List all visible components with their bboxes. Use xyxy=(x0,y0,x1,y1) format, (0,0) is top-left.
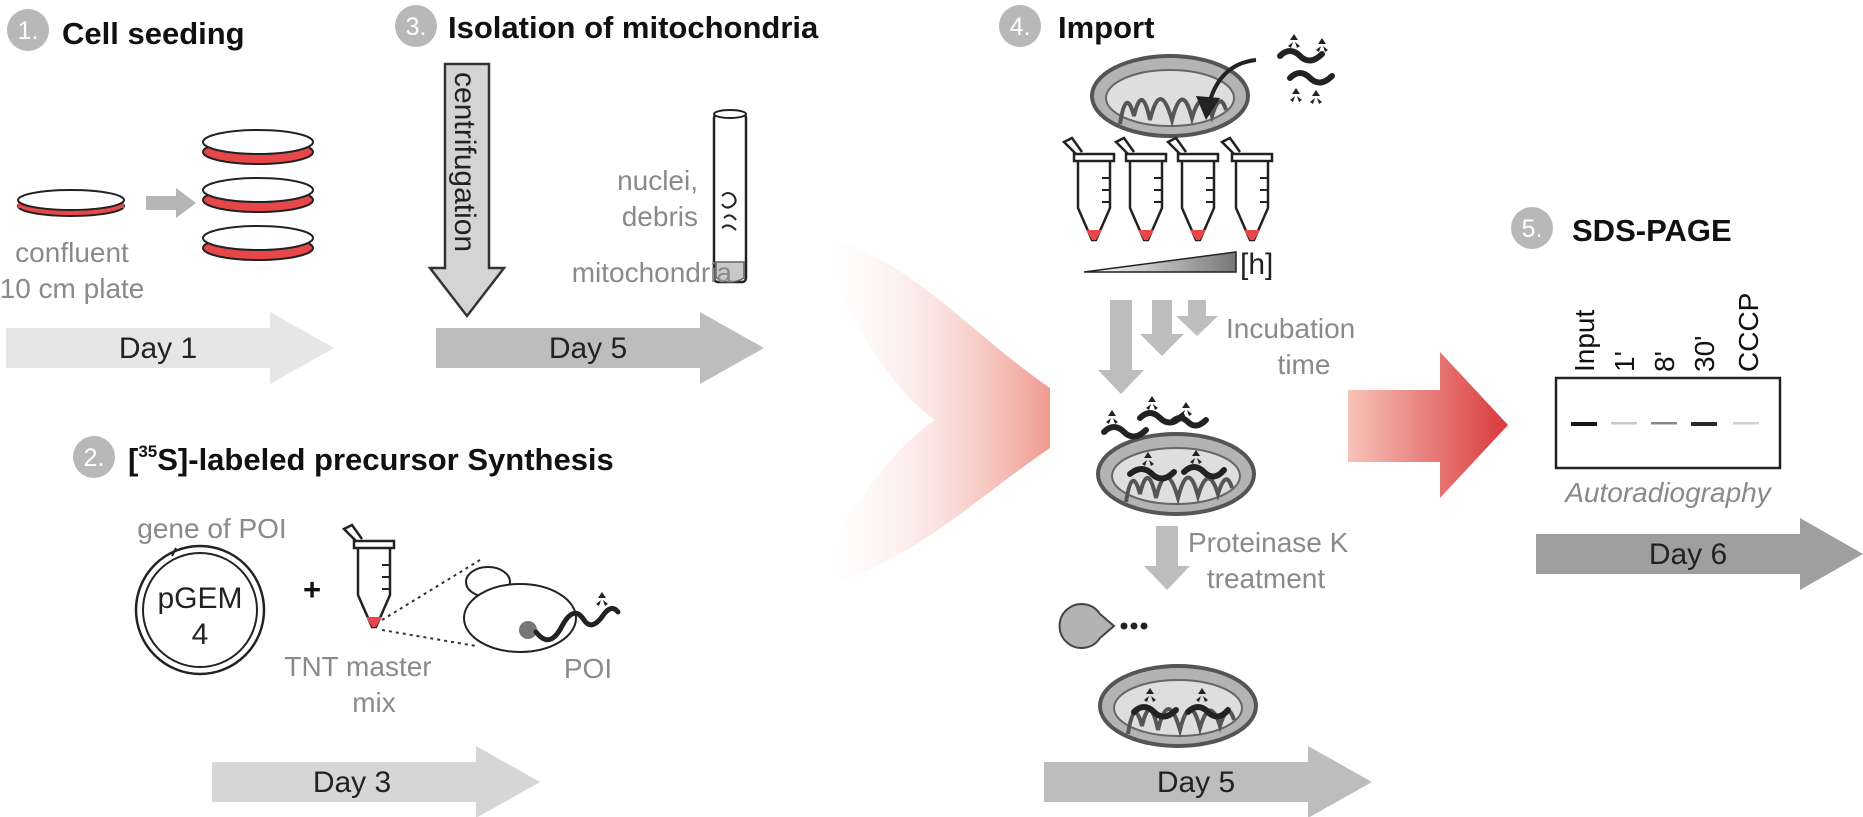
centrifugation-arrow xyxy=(427,62,507,319)
nuclei-label-line1: nuclei, xyxy=(617,165,698,196)
day-3-arrow xyxy=(212,746,540,817)
merge-funnel xyxy=(805,232,1050,590)
poi-label: POI xyxy=(564,653,612,684)
plate-label-line2: 10 cm plate xyxy=(0,273,144,304)
time-unit-label: [h] xyxy=(1240,248,1273,281)
day-6-label: Day 6 xyxy=(1649,538,1727,571)
step-4-number-badge xyxy=(999,5,1041,47)
proteinase-label-line1: Proteinase K xyxy=(1188,527,1349,558)
tnt-label-line1: TNT master xyxy=(284,651,431,682)
mitochondrion-icon-import xyxy=(1090,54,1250,138)
ribosome-icon xyxy=(381,559,621,653)
bound-precursors-icon xyxy=(1101,396,1227,482)
plasmid-label-line1: pGEM xyxy=(157,582,242,615)
mitochondria-label: mitochondria xyxy=(572,257,733,288)
proteinase-label-line2: treatment xyxy=(1207,563,1325,594)
tnt-label-line2: mix xyxy=(352,687,396,718)
day-5-label-isolation: Day 5 xyxy=(549,332,627,365)
lane-label: CCCP xyxy=(1733,293,1764,372)
mitochondrion-icon-protected xyxy=(1098,664,1258,748)
plate-label-line1: confluent xyxy=(15,237,129,268)
precursor-proteins-icon xyxy=(1196,34,1335,120)
gel-band xyxy=(1651,422,1677,425)
petri-dish-icon xyxy=(17,189,125,217)
step-5-title: SDS-PAGE xyxy=(1572,213,1732,248)
tnt-tube-icon xyxy=(342,523,396,629)
imported-precursors-icon xyxy=(1131,688,1231,720)
plasmid-icon xyxy=(134,544,266,676)
expand-arrow xyxy=(146,188,196,218)
step-4: 4. Import [h] Incubation time xyxy=(999,5,1372,817)
gel-band xyxy=(1733,422,1759,425)
protease-pacman-icon xyxy=(1058,603,1148,649)
centrifugation-label: centrifugation xyxy=(448,72,481,252)
step-4-number: 4. xyxy=(1010,13,1031,41)
step-4-title: Import xyxy=(1058,10,1154,45)
incubation-label-line1: Incubation xyxy=(1226,313,1355,344)
step-3-title: Isolation of mitochondria xyxy=(448,10,819,45)
step-2-number: 2. xyxy=(84,444,105,472)
incubation-label-line2: time xyxy=(1278,349,1331,380)
lane-label: Input xyxy=(1569,310,1600,372)
gene-of-poi-label: gene of POI xyxy=(137,513,286,544)
proteinase-arrow xyxy=(1144,526,1190,590)
step-3: 3. Isolation of mitochondria centrifugat… xyxy=(395,5,819,384)
step-5: 5. SDS-PAGE Input 1' 8' 30' CCCP Autorad… xyxy=(1511,207,1863,590)
step-1-title: Cell seeding xyxy=(62,16,245,51)
autoradiography-label: Autoradiography xyxy=(1563,477,1772,508)
step-3-number-badge xyxy=(395,5,437,47)
lane-label: 30' xyxy=(1689,336,1720,373)
incubation-arrows xyxy=(1098,300,1218,394)
step-5-number-badge xyxy=(1511,207,1553,249)
day-6-arrow xyxy=(1536,518,1863,590)
day-5-arrow-isolation xyxy=(436,312,764,384)
gel-band xyxy=(1571,422,1597,426)
petri-dishes-stack-icon xyxy=(202,129,314,261)
step-1-number: 1. xyxy=(18,17,39,45)
step-1: 1. Cell seeding confluent 10 cm plate Da… xyxy=(0,9,334,384)
lane-label: 8' xyxy=(1649,351,1680,372)
day-5-arrow-import xyxy=(1044,746,1372,817)
day-3-label: Day 3 xyxy=(313,766,391,799)
red-arrow xyxy=(1348,352,1508,498)
plasmid-label-line2: 4 xyxy=(192,618,209,651)
time-gradient-wedge xyxy=(1083,251,1237,273)
gel-band xyxy=(1611,422,1637,425)
reaction-tubes-icon xyxy=(1062,136,1274,242)
day-1-label: Day 1 xyxy=(119,332,197,365)
plus-sign: + xyxy=(303,572,321,607)
nuclei-label-line2: debris xyxy=(622,201,698,232)
centrifuge-tube-icon xyxy=(712,109,748,284)
step-2-number-badge xyxy=(73,436,115,478)
step-1-number-badge xyxy=(7,9,49,51)
step-2-title: [35S]-labeled precursor Synthesis xyxy=(128,442,614,477)
gel-lane-labels: Input 1' 8' 30' CCCP xyxy=(1569,293,1764,372)
gel-band xyxy=(1691,422,1717,426)
step-3-number: 3. xyxy=(406,13,427,41)
gel-bands xyxy=(1571,422,1759,426)
day-5-label-import: Day 5 xyxy=(1157,766,1235,799)
step-5-number: 5. xyxy=(1522,215,1543,243)
step-2: 2. [35S]-labeled precursor Synthesis gen… xyxy=(73,436,621,817)
day-1-arrow xyxy=(6,312,334,384)
lane-label: 1' xyxy=(1609,351,1640,372)
